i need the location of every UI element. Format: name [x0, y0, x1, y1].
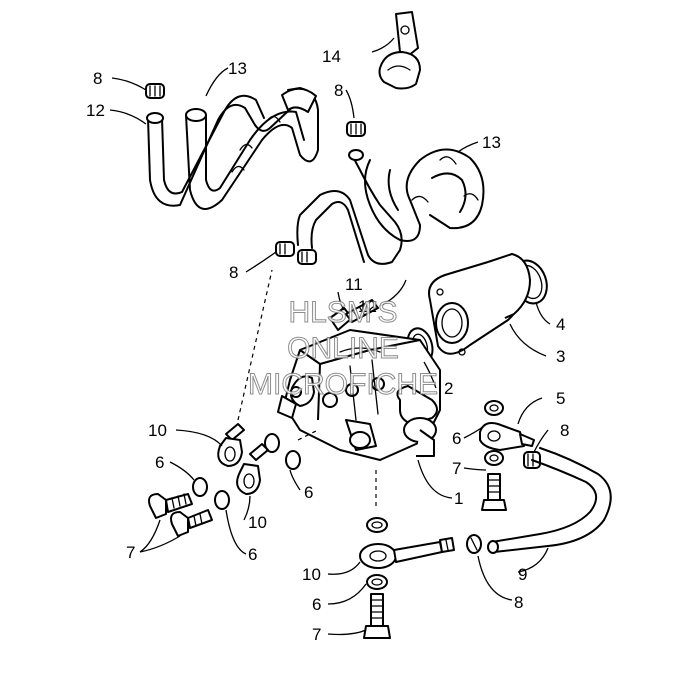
callout-7-right: 7: [452, 459, 461, 478]
callout-8-pair: 8: [229, 263, 238, 282]
callout-8-top-left: 8: [93, 69, 102, 88]
part-9-hose: [487, 447, 612, 554]
callout-2: 2: [444, 379, 453, 398]
part-6-washer-right-upper: [484, 400, 504, 416]
part-6-washer-center: [366, 517, 388, 533]
watermark-line-3: MICROFICHE: [248, 368, 438, 401]
part-10-banjo-lower: [236, 443, 269, 495]
part-1-pump-body: [277, 329, 441, 461]
part-10-banjo-lower-center: [359, 537, 455, 569]
part-7-bolt-bottom: [363, 593, 391, 639]
watermark: HLSM'S ONLINE MICROFICHE: [248, 296, 439, 402]
callout-13-top-right: 13: [482, 133, 501, 152]
part-6-washer-right-lower: [484, 450, 504, 466]
leader-lines: [109, 37, 551, 636]
callout-10-upper-left: 10: [148, 421, 167, 440]
callout-8-right: 8: [560, 421, 569, 440]
callout-8-top-mid: 8: [334, 81, 343, 100]
part-6-washers-left: [192, 433, 301, 510]
watermark-line-1: HLSM'S: [288, 296, 397, 329]
part-8-clamp-top-left: [145, 83, 165, 99]
callout-13-top-left: 13: [228, 59, 247, 78]
part-8-clamp-top-mid: [346, 121, 366, 137]
callout-12-right: 12: [358, 297, 377, 316]
part-7-bolts-left: [148, 493, 213, 537]
watermark-line-2: ONLINE: [287, 332, 399, 365]
part-6-washer-bottom: [366, 574, 388, 590]
callout-4: 4: [556, 315, 565, 334]
part-13-hose-left: [185, 87, 319, 210]
callout-12-top-left: 12: [86, 101, 105, 120]
part-11-bolt: [329, 299, 379, 331]
part-7-bolt-right: [481, 473, 507, 511]
callout-6-right: 6: [452, 429, 461, 448]
callout-8-bottom: 8: [514, 593, 523, 612]
part-12-hose-left: [146, 94, 301, 207]
part-13-hose-right: [364, 148, 485, 242]
part-14-bracket: [378, 11, 421, 90]
callout-14: 14: [322, 47, 341, 66]
assembly-line-left-fittings: [237, 269, 319, 441]
callout-9: 9: [518, 565, 527, 584]
callout-11: 11: [345, 275, 363, 294]
callout-1: 1: [454, 489, 463, 508]
callout-6-center: 6: [304, 483, 313, 502]
callout-3: 3: [556, 347, 565, 366]
callout-6-bottom: 6: [312, 595, 321, 614]
part-8-clamp-pair: [275, 241, 317, 265]
part-3-outlet-housing: [428, 253, 531, 356]
callout-7-bottom: 7: [312, 625, 321, 644]
callout-5: 5: [556, 389, 565, 408]
part-12-hose-right: [296, 149, 403, 265]
part-5-banjo-fitting: [479, 422, 535, 451]
callout-6-left-upper: 6: [155, 453, 164, 472]
part-8-clamp-lower: [466, 534, 482, 554]
callout-7-left: 7: [126, 543, 135, 562]
callout-labels: 14 13 8 12 8 13 8 11 12 4 3 2 5 6 8 10 6…: [86, 47, 569, 644]
callout-10-center: 10: [302, 565, 321, 584]
part-10-banjo-upper: [217, 423, 245, 467]
callout-6-left-lower: 6: [248, 545, 257, 564]
callout-10-lower-left: 10: [248, 513, 267, 532]
